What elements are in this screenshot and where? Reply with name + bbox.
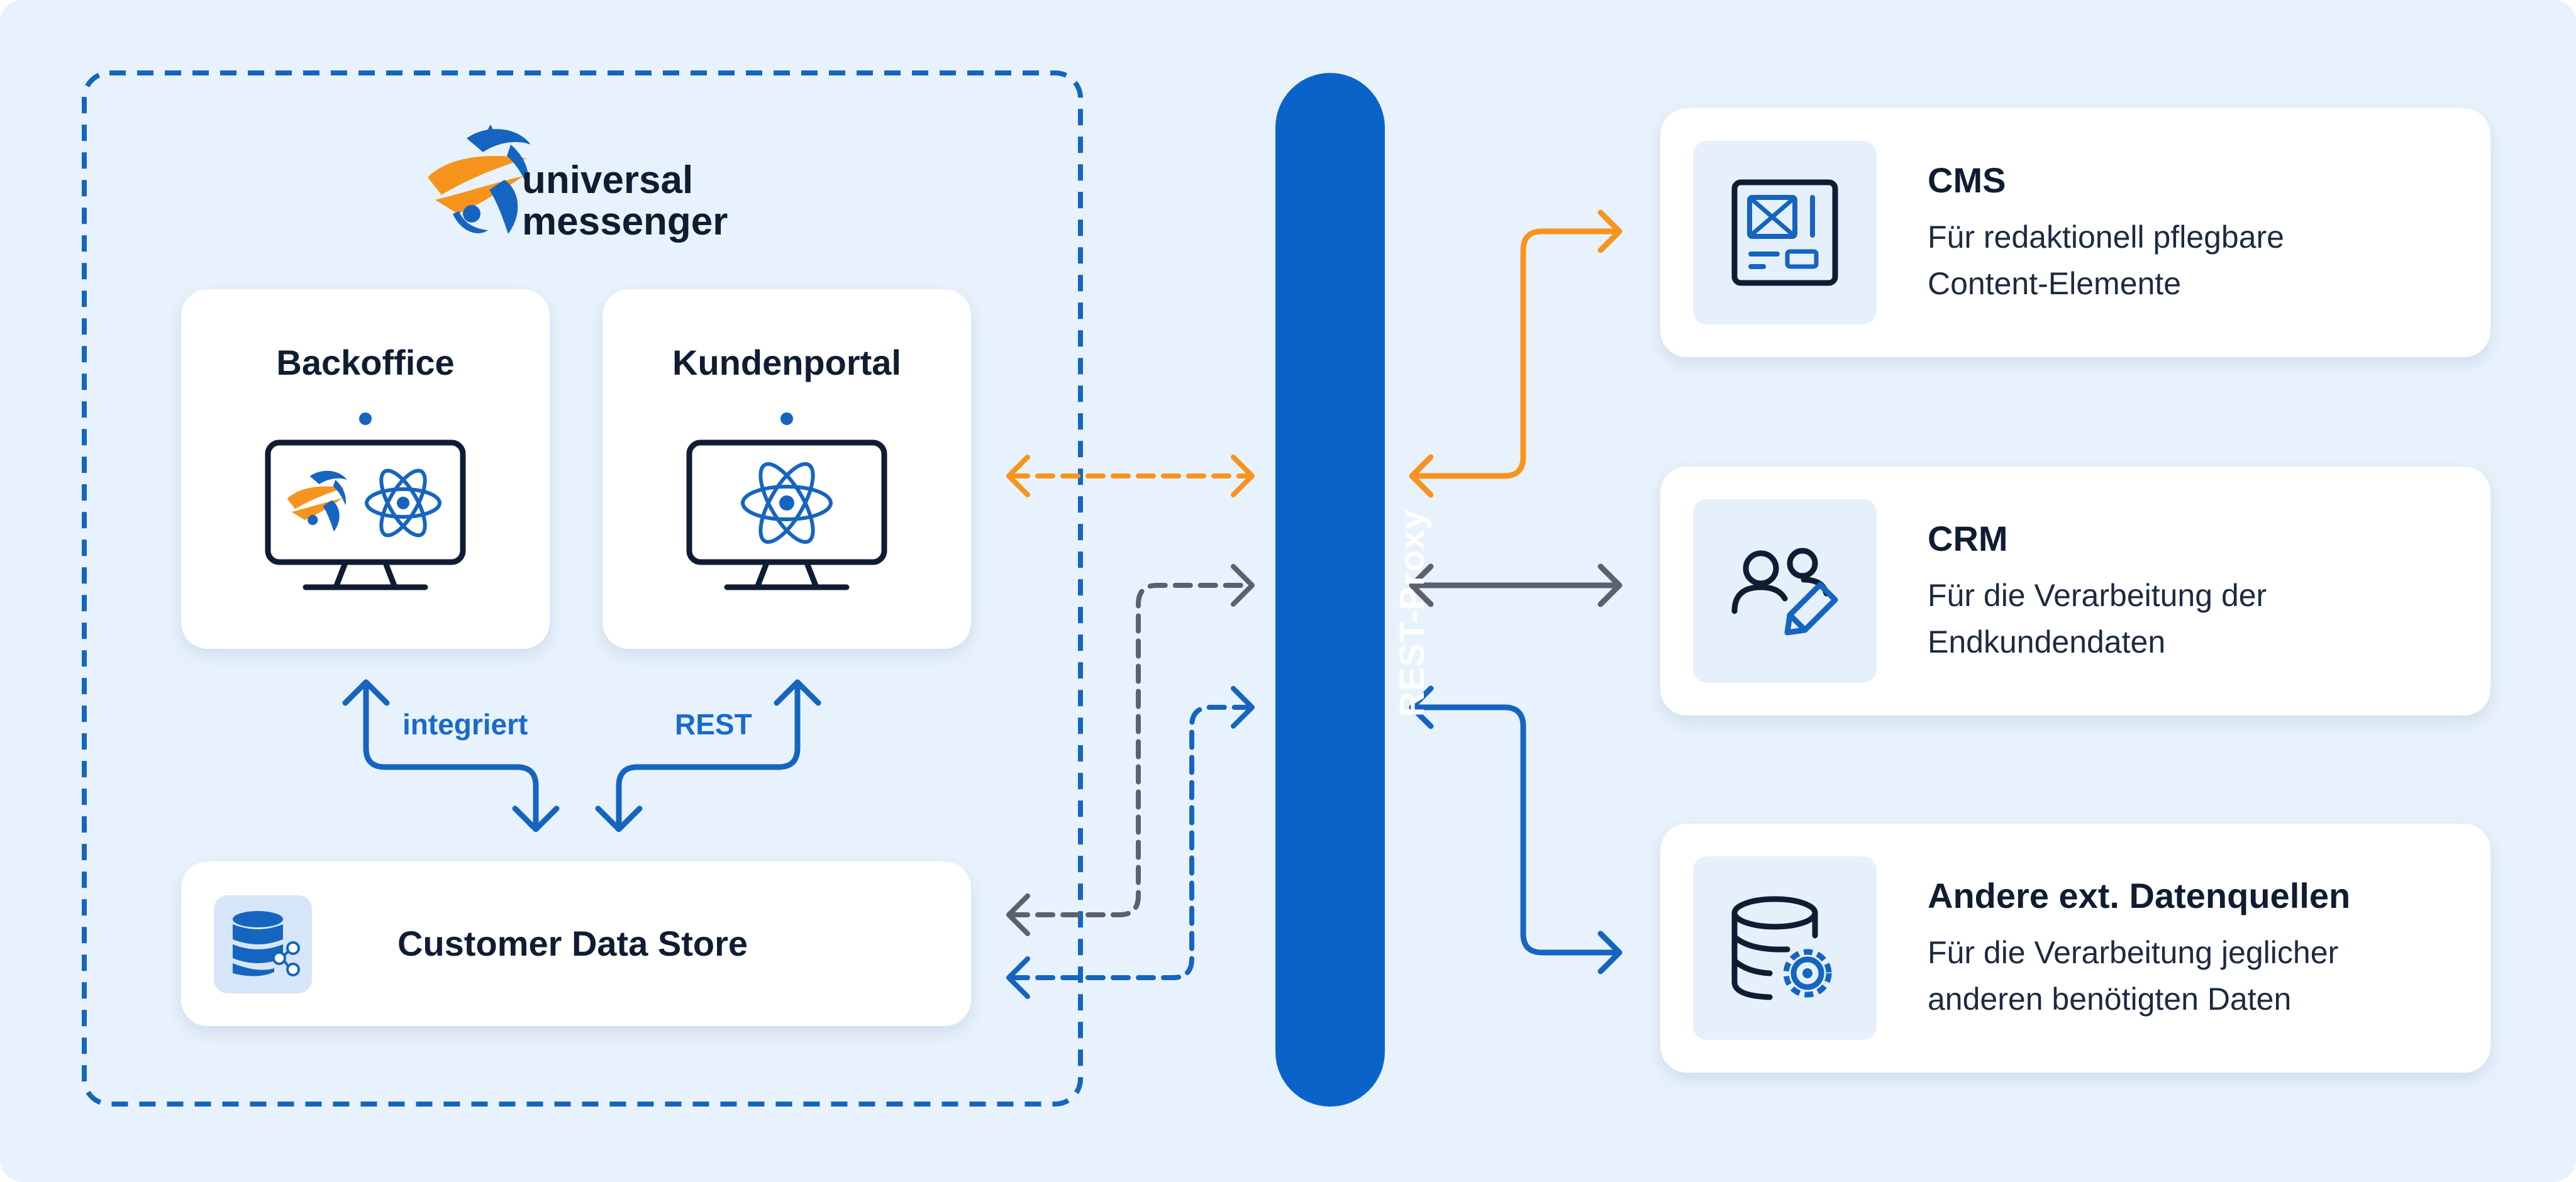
cms-layout-icon xyxy=(1693,141,1877,324)
customer-data-store-card[interactable]: Customer Data Store xyxy=(181,861,971,1026)
datastore-proxy-gray-arrow xyxy=(1006,564,1255,936)
rest-label: REST xyxy=(675,708,752,741)
integrated-label: integriert xyxy=(402,708,528,741)
system-boundary xyxy=(82,70,1083,1107)
database-share-icon xyxy=(214,895,312,993)
integrated-arrow xyxy=(342,679,560,832)
crm-card[interactable]: CRM Für die Verarbeitung der Endkundenda… xyxy=(1660,467,2490,715)
rest-proxy-label: REST-Proxy xyxy=(1392,509,1431,717)
database-gear-icon xyxy=(1693,856,1877,1040)
kundenportal-proxy-arrow xyxy=(1006,455,1255,497)
rest-arrow xyxy=(595,679,821,832)
crm-desc-line-2: Endkundendaten xyxy=(1928,624,2166,660)
crm-title: CRM xyxy=(1928,519,2008,558)
crm-desc-line-1: Für die Verarbeitung der xyxy=(1928,578,2267,613)
data-store-title: Customer Data Store xyxy=(397,924,748,963)
other-sources-desc-line-2: anderen benötigten Daten xyxy=(1928,981,2292,1017)
logo-text: universal messenger xyxy=(522,160,728,243)
proxy-cms-arrow xyxy=(1409,209,1623,498)
proxy-other-arrow xyxy=(1409,685,1623,975)
proxy-crm-arrow xyxy=(1409,563,1623,607)
monitor-icon xyxy=(686,412,887,590)
logo-line-1: universal xyxy=(522,158,694,202)
universal-messenger-logo-icon xyxy=(428,124,531,234)
cms-desc-line-1: Für redaktionell pflegbare xyxy=(1928,219,2284,255)
cms-card[interactable]: CMS Für redaktionell pflegbare Content-E… xyxy=(1660,108,2490,357)
users-edit-icon xyxy=(1693,499,1877,683)
kundenportal-title: Kundenportal xyxy=(672,343,901,382)
cms-desc-line-2: Content-Elemente xyxy=(1928,266,2182,301)
monitor-icon xyxy=(265,412,466,590)
other-sources-card[interactable]: Andere ext. Datenquellen Für die Verarbe… xyxy=(1660,824,2490,1073)
backoffice-title: Backoffice xyxy=(276,343,455,382)
backoffice-card[interactable]: Backoffice xyxy=(181,289,550,649)
logo-line-2: messenger xyxy=(522,200,728,243)
kundenportal-card[interactable]: Kundenportal xyxy=(602,289,971,649)
other-sources-desc-line-1: Für die Verarbeitung jeglicher xyxy=(1928,935,2339,970)
cms-title: CMS xyxy=(1928,160,2006,200)
rest-proxy-bar xyxy=(1275,73,1385,1107)
other-sources-title: Andere ext. Datenquellen xyxy=(1928,876,2351,915)
datastore-proxy-blue-arrow xyxy=(1006,686,1255,999)
